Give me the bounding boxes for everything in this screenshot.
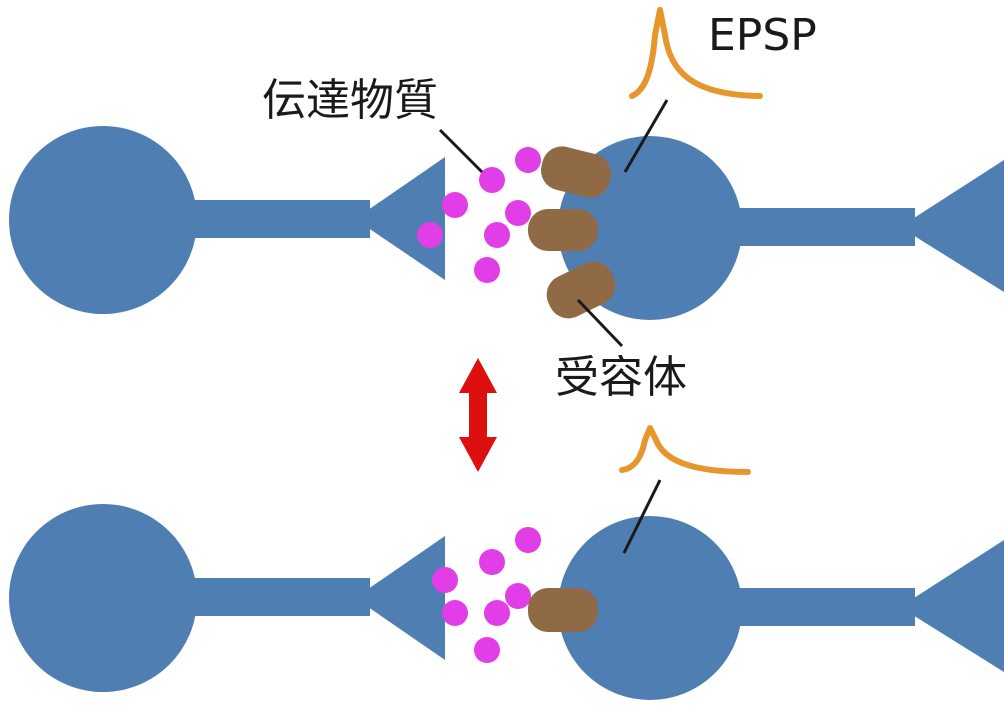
transmitter-molecule	[479, 549, 505, 575]
transmitter-label: 伝達物質	[262, 75, 438, 126]
top-presynaptic-soma	[9, 126, 197, 314]
transmitter-molecule	[432, 567, 458, 593]
bottom-presynaptic-axon	[180, 578, 370, 616]
transmitter-molecule	[442, 192, 468, 218]
bottom-synapse	[9, 425, 1004, 700]
bottom-presynaptic-terminal	[355, 536, 445, 660]
receptor	[528, 588, 598, 632]
epsp-label: EPSP	[708, 10, 817, 61]
top-postsynaptic-dendrite	[725, 208, 915, 246]
bottom-postsynaptic-dendrite	[725, 588, 915, 626]
receptor	[540, 146, 612, 198]
transmitter-molecule	[484, 600, 510, 626]
transmitter-molecule	[474, 637, 500, 663]
top-presynaptic-axon	[180, 200, 370, 238]
top-transmitters	[417, 147, 541, 283]
transmitter-molecule	[474, 257, 500, 283]
receptor-leader-line	[576, 298, 624, 348]
bottom-postsynaptic-soma	[558, 516, 742, 700]
top-postsynaptic-neuron	[558, 136, 1004, 320]
bottom-epsp-leader-line	[622, 479, 662, 554]
top-synapse: 伝達物質 EPSP 受容体	[9, 7, 1004, 403]
transmitter-molecule	[505, 200, 531, 226]
bottom-presynaptic-neuron	[9, 504, 445, 692]
top-postsynaptic-terminal	[900, 160, 1004, 292]
receptor	[528, 209, 598, 251]
top-epsp-trace	[629, 7, 763, 99]
top-receptors	[528, 146, 616, 319]
transmitter-molecule	[484, 222, 510, 248]
bottom-receptors	[528, 588, 598, 632]
top-presynaptic-neuron	[9, 126, 445, 314]
top-presynaptic-terminal	[355, 157, 445, 280]
transmitter-molecule	[515, 147, 541, 173]
transmitter-molecule	[479, 167, 505, 193]
bottom-epsp-trace	[619, 425, 751, 475]
transmitter-leader-line	[438, 128, 484, 174]
transmitter-molecule	[515, 527, 541, 553]
double-headed-vertical-arrow-icon	[459, 358, 497, 472]
bottom-transmitters	[432, 527, 541, 663]
epsp-leader-line	[623, 99, 669, 173]
transmitter-molecule	[442, 600, 468, 626]
bottom-presynaptic-soma	[9, 504, 197, 692]
bottom-postsynaptic-terminal	[900, 540, 1004, 672]
transmitter-molecule	[417, 222, 443, 248]
transmitter-molecule	[505, 583, 531, 609]
receptor-label: 受容体	[555, 352, 687, 403]
receptor	[546, 261, 616, 319]
bottom-postsynaptic-neuron	[558, 516, 1004, 700]
